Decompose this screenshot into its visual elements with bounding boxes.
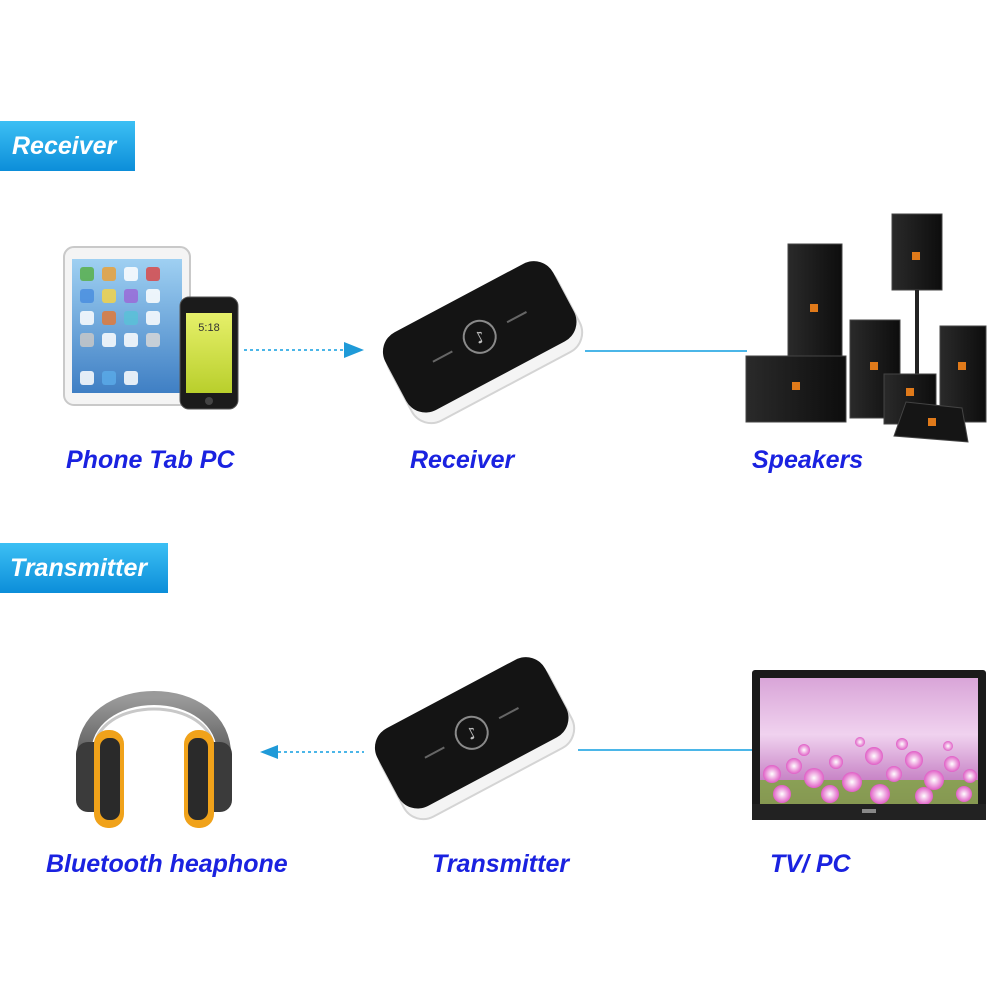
label-receiver: Receiver	[410, 446, 515, 474]
label-tv-pc: TV/ PC	[770, 850, 851, 878]
tv-icon	[752, 670, 986, 820]
speakers-icon	[745, 213, 987, 443]
label-transmitter: Transmitter	[432, 850, 570, 878]
wireless-arrow-to-headphones	[260, 745, 364, 759]
cable-to-speakers	[585, 350, 747, 352]
section-tag-receiver: Receiver	[0, 121, 135, 171]
label-phone-tab-pc: Phone Tab PC	[66, 446, 235, 474]
label-bluetooth-headphone: Bluetooth heaphone	[46, 850, 288, 878]
wireless-arrow-to-receiver	[244, 342, 364, 358]
bluetooth-adapter-icon: ♪	[374, 657, 576, 821]
cable-from-tv	[578, 749, 754, 751]
label-speakers: Speakers	[752, 446, 864, 474]
phone-tablet-icon: 5:18	[63, 246, 239, 410]
bluetooth-adapter-icon: ♪	[382, 261, 584, 425]
headphones-icon	[76, 691, 232, 828]
section-tag-transmitter: Transmitter	[0, 543, 168, 593]
phone-clock-text: 5:18	[198, 322, 219, 334]
